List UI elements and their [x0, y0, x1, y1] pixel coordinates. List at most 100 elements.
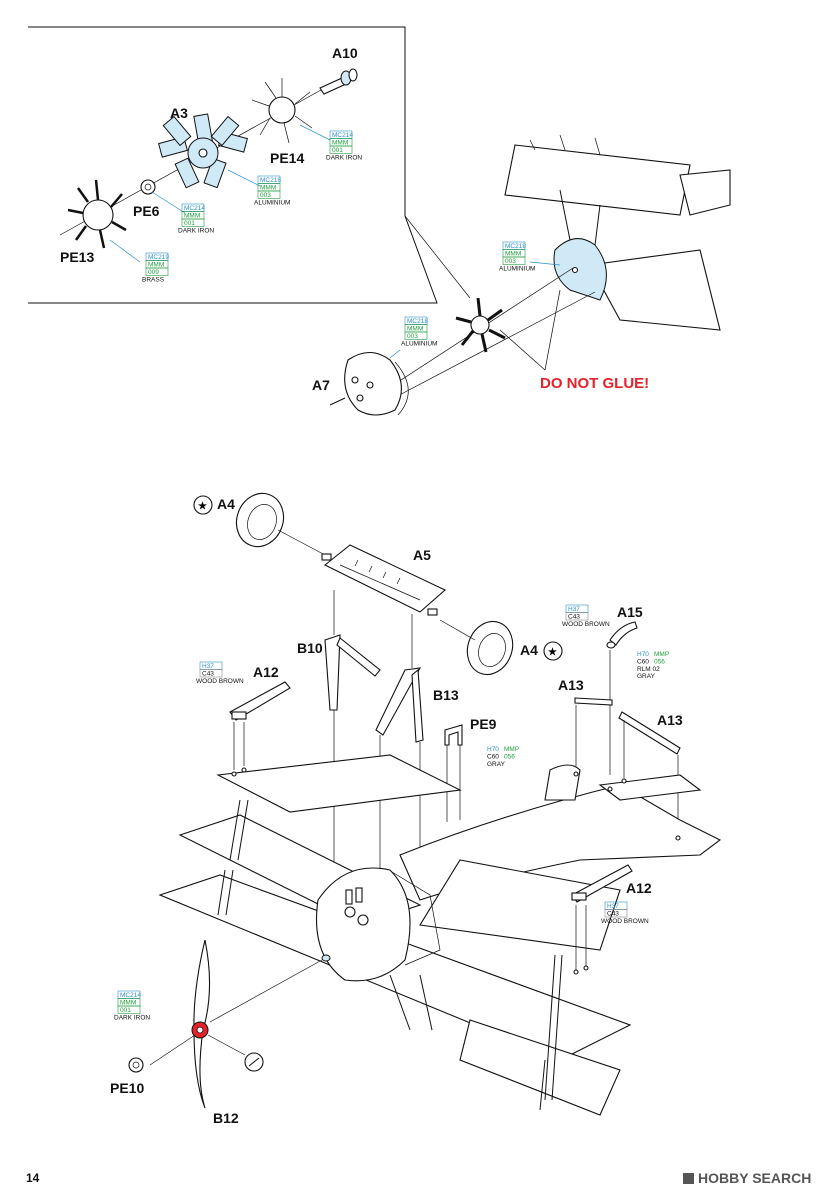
callout-text: H37 — [607, 903, 619, 910]
callout-text: WOOD BROWN — [562, 621, 610, 628]
callout-text: ALUMINIUM — [499, 266, 535, 273]
label-pe13: PE13 — [60, 249, 94, 265]
callout-text: MC218 — [505, 243, 526, 250]
watermark: HOBBY SEARCH — [683, 1170, 811, 1186]
label-pe14: PE14 — [270, 150, 304, 166]
callout-text: 056 — [654, 659, 665, 666]
label-a4-top: A4 — [217, 496, 235, 512]
part-engine-small — [455, 297, 506, 353]
tailplane-upper — [598, 774, 702, 801]
part-b12-propeller — [191, 939, 211, 1109]
part-a5 — [321, 544, 446, 616]
upper-wing — [216, 754, 462, 813]
callout-text: H37 — [568, 606, 580, 613]
star-icon-top — [193, 495, 213, 515]
part-a7-cowl — [344, 351, 409, 416]
callout-text: C43 — [568, 614, 580, 621]
callout-cell — [199, 669, 223, 678]
watermark-logo-icon — [683, 1173, 694, 1184]
callout-text: MMP — [654, 651, 669, 658]
callout-text: MC214 — [184, 205, 205, 212]
part-pe10 — [128, 1057, 144, 1073]
callout-cell — [404, 331, 428, 340]
nose-cowl — [315, 867, 441, 982]
part-a4-top — [235, 492, 285, 548]
part-pe13 — [67, 179, 127, 249]
nose-assembly: A7 DO NOT GLUE! — [312, 134, 731, 416]
callout-text: 009 — [148, 269, 159, 276]
label-a13-left: A13 — [558, 677, 584, 693]
label-a3: A3 — [170, 105, 188, 121]
page-number: 14 — [26, 1171, 40, 1185]
callout-text: MMP — [504, 746, 519, 753]
callout-text: MMM — [184, 213, 200, 220]
callout-text: MMM — [260, 185, 276, 192]
sand-off-icon — [244, 1052, 264, 1072]
label-a5: A5 — [413, 547, 431, 563]
label-pe9: PE9 — [470, 716, 497, 732]
part-a10 — [319, 68, 358, 95]
callout-text: H70 — [487, 746, 499, 753]
callout-text: C43 — [202, 671, 214, 678]
label-a10: A10 — [332, 45, 358, 61]
lower-wing-tip — [459, 1019, 621, 1116]
callout-text: C60 — [487, 754, 499, 761]
callout-cell — [604, 909, 628, 918]
callout-cell — [181, 218, 205, 227]
label-a12-right: A12 — [626, 880, 652, 896]
inset-pointer — [404, 215, 471, 299]
label-b10: B10 — [297, 640, 323, 656]
callout-text: MMM — [407, 326, 423, 333]
label-b12: B12 — [213, 1110, 239, 1126]
part-pe14 — [251, 78, 313, 144]
star-icon-right — [543, 641, 563, 661]
part-a4-right — [466, 620, 514, 676]
label-a7: A7 — [312, 377, 330, 393]
label-a4-right: A4 — [520, 642, 538, 658]
part-a12-right — [571, 864, 633, 903]
callout-text: MC214 — [120, 992, 141, 999]
label-b13: B13 — [433, 687, 459, 703]
part-a13-left — [574, 697, 613, 706]
part-a13-right — [618, 711, 681, 755]
callout-text: GRAY — [487, 761, 506, 768]
callout-text: WOOD BROWN — [601, 918, 649, 925]
label-pe10: PE10 — [110, 1080, 144, 1096]
star-glyph-2: ★ — [548, 647, 557, 658]
callout-text: DARK IRON — [178, 228, 214, 235]
callout-text: GRAY — [637, 673, 656, 680]
callout-cell — [565, 612, 589, 621]
airframe-assembly: ★ A4 A5 A4 ★ B10 B13 — [110, 492, 722, 1126]
callout-text: MMM — [505, 251, 521, 258]
part-a3-engine — [158, 113, 248, 189]
callout-text: MC219 — [148, 254, 169, 261]
callout-text: 001 — [184, 220, 195, 227]
callout-text: 001 — [120, 1007, 131, 1014]
callout-text: ALUMINIUM — [254, 200, 290, 207]
engine-inset: A10 PE14 — [28, 26, 471, 304]
part-pe6 — [140, 179, 156, 195]
callout-cell — [329, 145, 353, 154]
watermark-text: HOBBY SEARCH — [698, 1170, 811, 1186]
label-pe6: PE6 — [133, 203, 160, 219]
callout-text: MC214 — [332, 132, 353, 139]
callout-text: 003 — [407, 333, 418, 340]
callout-text: BRASS — [142, 277, 165, 284]
label-a15: A15 — [617, 604, 643, 620]
callout-text: C43 — [607, 911, 619, 918]
callout-text: C60 — [637, 659, 649, 666]
callout-cell — [117, 1005, 141, 1014]
callout-text: H70 — [637, 651, 649, 658]
star-glyph: ★ — [198, 501, 207, 512]
part-b13 — [375, 667, 424, 743]
